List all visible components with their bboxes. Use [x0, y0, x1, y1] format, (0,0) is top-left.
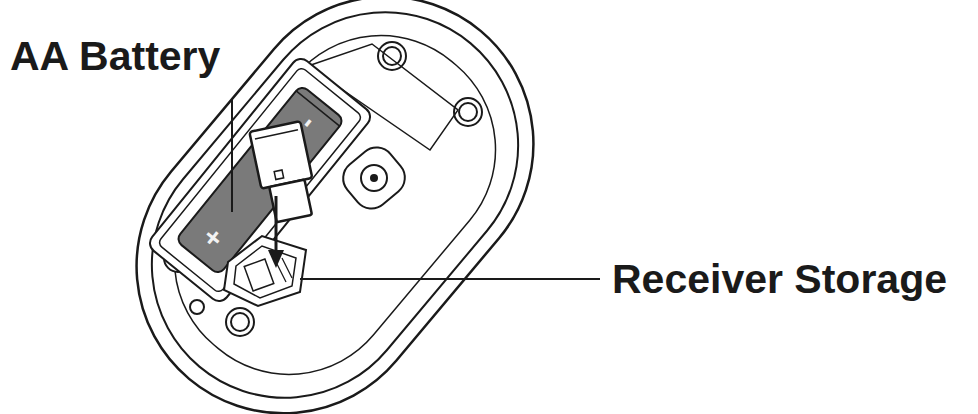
receiver-storage — [224, 236, 306, 306]
usb-receiver — [249, 121, 319, 224]
callout-label: Receiver Storage — [612, 259, 947, 300]
battery-compartment — [146, 55, 374, 305]
insert-arrow — [268, 196, 284, 268]
leader-line — [300, 278, 600, 280]
leader-line — [231, 100, 233, 212]
optical-sensor — [336, 140, 412, 216]
callout-label: AA Battery — [10, 36, 220, 77]
